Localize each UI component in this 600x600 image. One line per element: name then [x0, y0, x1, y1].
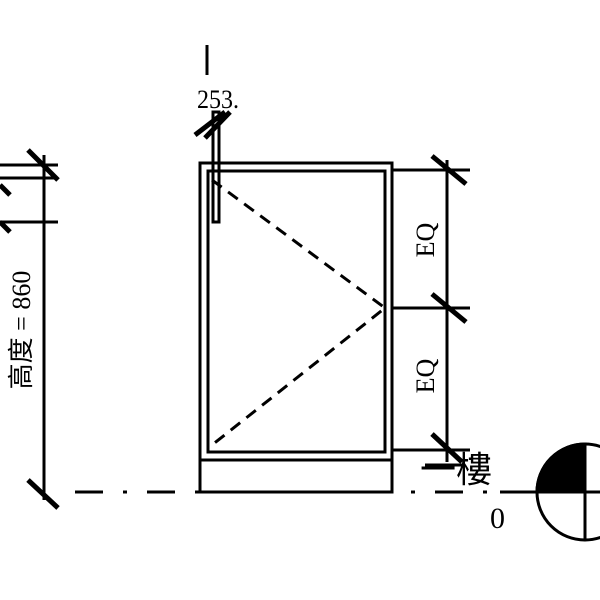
level-marker-icon: [500, 442, 600, 542]
door-swing-lines: [211, 178, 388, 447]
eq-lower-label: EQ: [411, 358, 440, 393]
floor-label: 一樓: [420, 450, 492, 490]
height-dimension: [0, 148, 60, 510]
cabinet: [198, 110, 394, 494]
height-label: 高度 = 860: [7, 271, 36, 390]
door-handle: [211, 110, 221, 224]
top-dimension-label: 253.: [197, 85, 239, 114]
eq-dimension: [392, 154, 470, 467]
eq-upper-label: EQ: [411, 222, 440, 257]
level-value: 0: [490, 502, 505, 535]
